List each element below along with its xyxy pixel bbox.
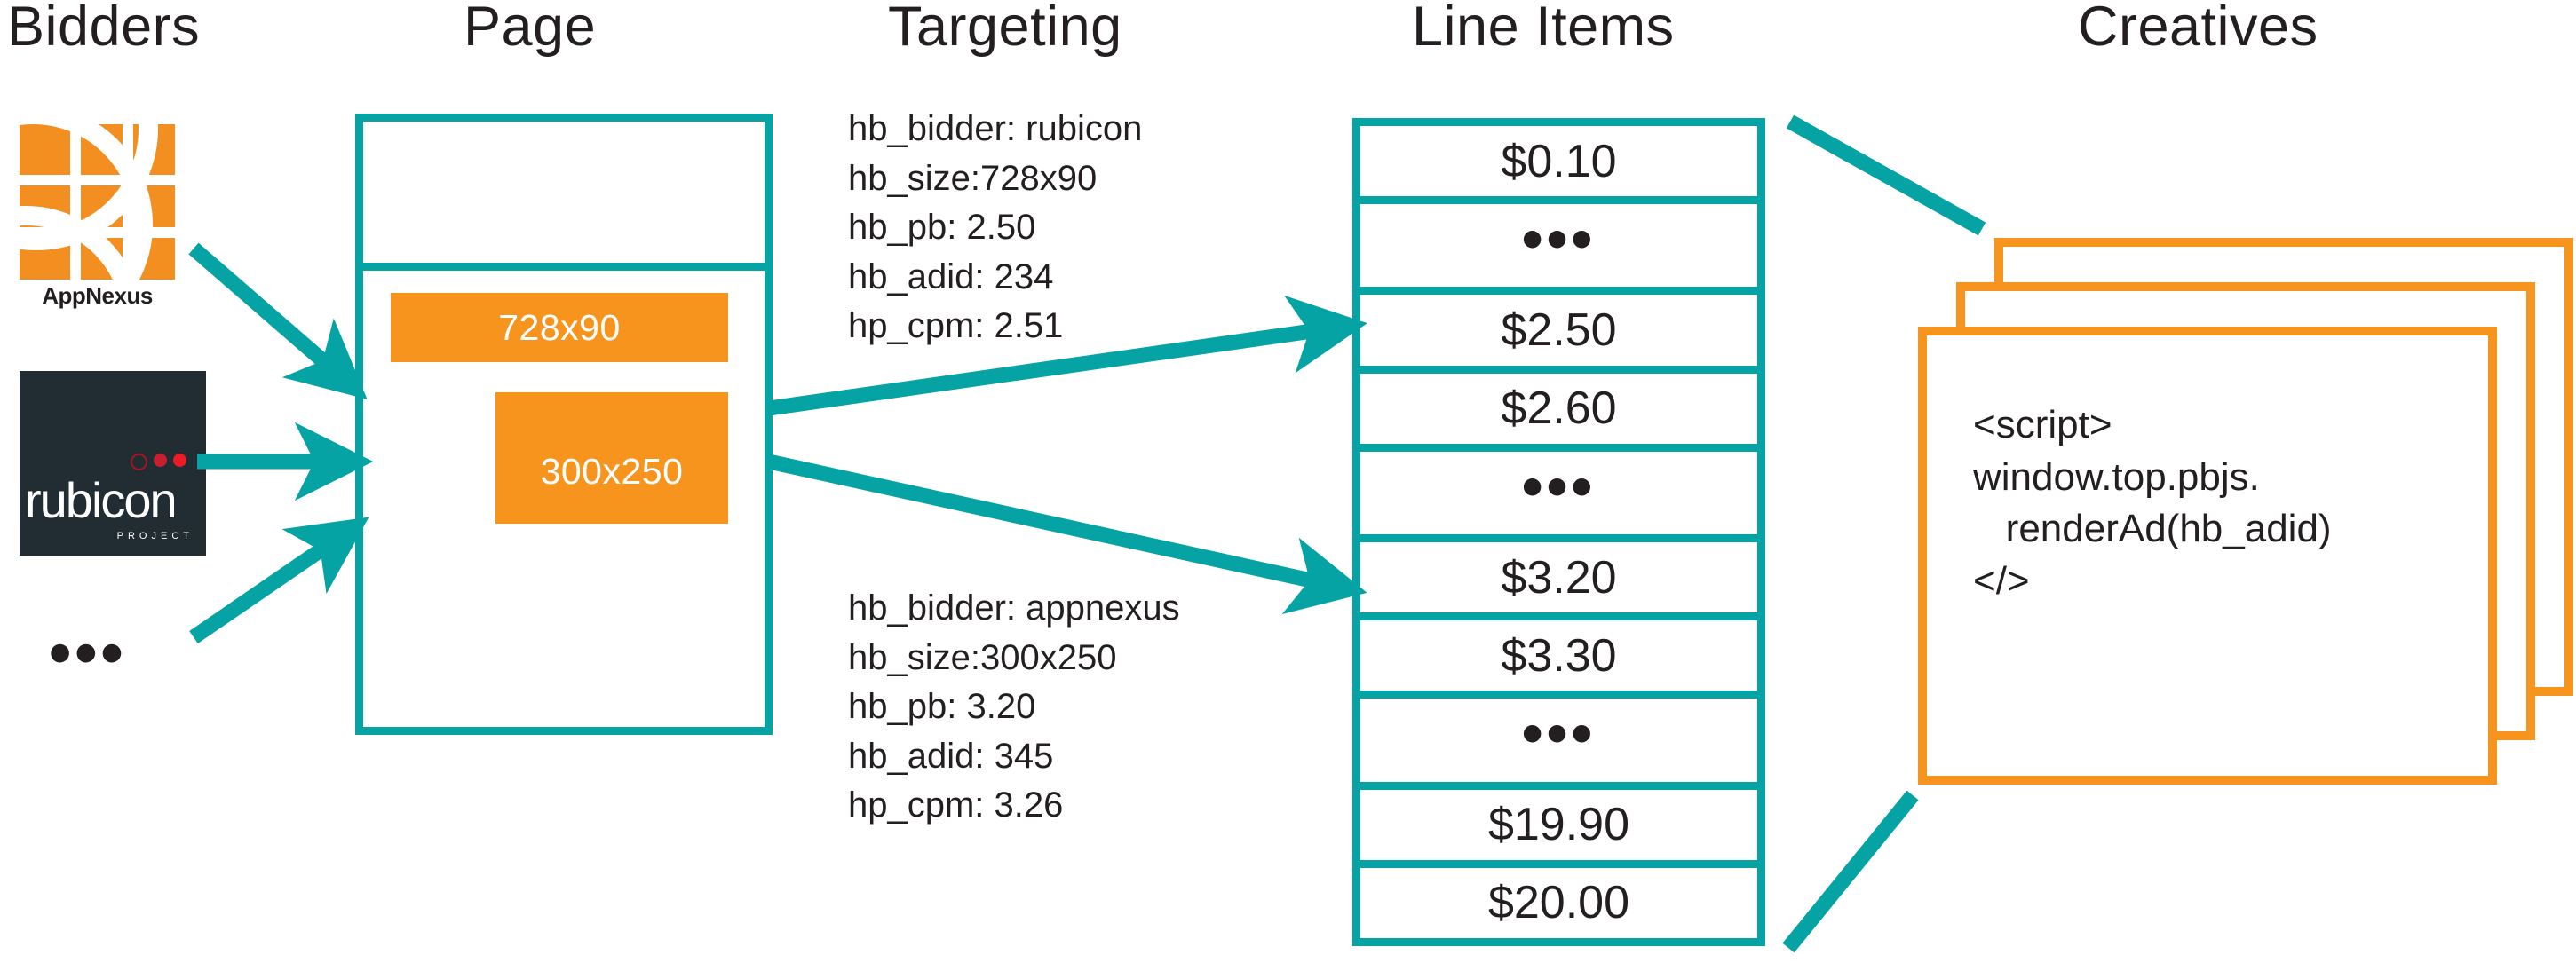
column-header-page: Page (464, 0, 597, 58)
targeting-rubicon-line-3: hb_pb: 2.50 (848, 208, 1036, 248)
appnexus-wordmark: AppNexus (42, 282, 153, 309)
rubicon-dots-icon (131, 454, 186, 470)
creative-card-front[interactable] (1918, 327, 2497, 785)
ad-slot-300x250[interactable]: 300x250 (495, 392, 728, 524)
line-item-row[interactable]: $3.30 (1360, 620, 1757, 699)
line-item-row[interactable]: $2.60 (1360, 374, 1757, 452)
column-header-targeting: Targeting (888, 0, 1122, 58)
ad-slot-728x90[interactable]: 728x90 (391, 293, 728, 362)
targeting-appnexus-line-5: hp_cpm: 3.26 (848, 785, 1064, 825)
arrow-page-to-line-item-320 (767, 454, 1367, 615)
targeting-rubicon-line-4: hb_adid: 234 (848, 257, 1054, 296)
targeting-appnexus-line-2: hb_size:300x250 (848, 637, 1117, 677)
arrow-appnexus-to-page (188, 242, 368, 399)
targeting-block-rubicon: hb_bidder: rubicon hb_size:728x90 hb_pb: 2… (848, 105, 1142, 351)
line-item-row-ellipsis[interactable]: ••• (1360, 452, 1757, 543)
line-item-row-ellipsis[interactable]: ••• (1360, 204, 1757, 296)
line-item-row[interactable]: $2.50 (1360, 295, 1757, 374)
rubicon-wordmark: rubicon (25, 472, 178, 528)
bidders-more-ellipsis: ••• (49, 618, 127, 689)
targeting-rubicon-line-2: hb_size:728x90 (848, 158, 1098, 198)
creative-code-snippet: <script> window.top.pbjs. renderAd(hb_ad… (1973, 403, 2332, 603)
line-item-row[interactable]: $3.20 (1360, 542, 1757, 621)
rubicon-subtext: PROJECT (116, 531, 194, 541)
column-header-creatives: Creatives (2078, 0, 2318, 58)
connector-line-items-to-creatives-bottom (1782, 790, 1919, 953)
line-item-row[interactable]: $0.10 (1360, 126, 1757, 205)
targeting-appnexus-line-3: hb_pb: 3.20 (848, 687, 1036, 727)
targeting-block-appnexus: hb_bidder: appnexus hb_size:300x250 hb_pb:… (848, 584, 1180, 831)
line-item-row[interactable]: $20.00 (1487, 877, 1630, 929)
line-item-row-ellipsis[interactable]: ••• (1360, 699, 1757, 790)
targeting-rubicon-line-1: hb_bidder: rubicon (848, 109, 1143, 148)
rubicon-project-logo-icon: rubicon PROJECT (20, 371, 206, 556)
column-header-bidders: Bidders (7, 0, 201, 58)
appnexus-logo-icon (20, 124, 175, 280)
targeting-rubicon-line-5: hp_cpm: 2.51 (848, 306, 1064, 346)
targeting-appnexus-line-4: hb_adid: 345 (848, 736, 1054, 776)
line-item-row[interactable]: $19.90 (1360, 790, 1757, 868)
arrow-more-bidders-to-page (189, 517, 369, 644)
targeting-appnexus-line-1: hb_bidder: appnexus (848, 588, 1180, 628)
page-header-divider (355, 263, 773, 271)
column-header-line-items: Line Items (1412, 0, 1675, 58)
connector-line-items-to-creatives-top (1786, 114, 1986, 236)
line-items-list: $0.10•••$2.50$2.60•••$3.20$3.30•••$19.90… (1352, 118, 1765, 946)
